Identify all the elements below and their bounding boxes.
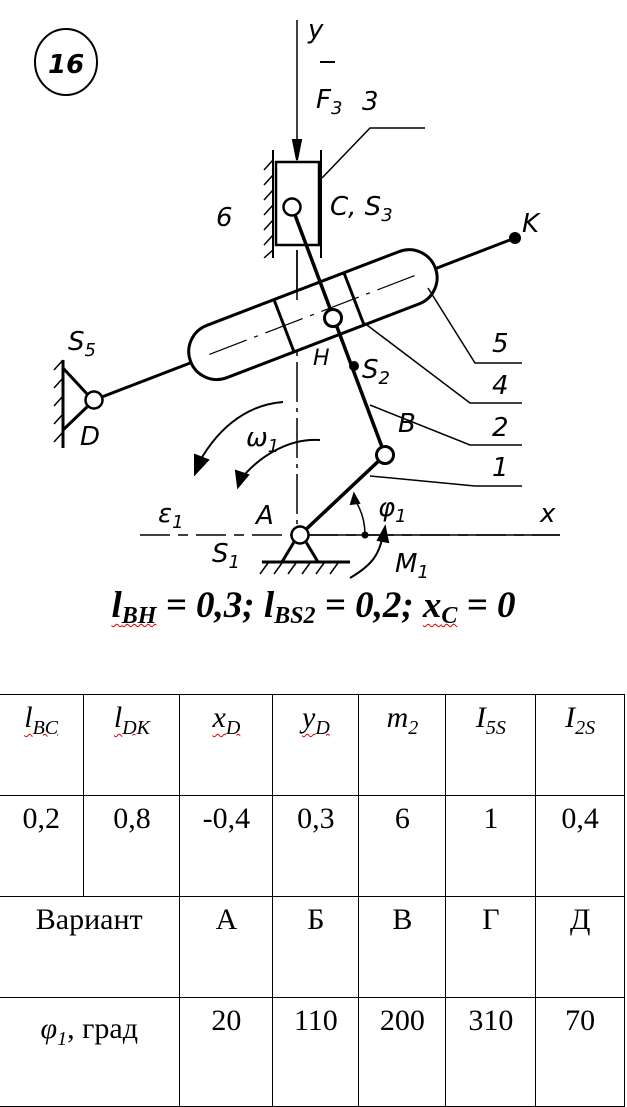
ground-hatch-6 (263, 159, 274, 259)
value-cell: 0,8 (83, 795, 181, 897)
label-6: 6 (216, 203, 233, 233)
task-number: 16 (48, 50, 84, 80)
header-cell: yD (272, 694, 360, 796)
label-S5: S5 (68, 327, 96, 361)
value-cell: 6 (358, 795, 447, 897)
link-2 (290, 206, 387, 456)
label-M1: M1 (395, 549, 429, 580)
value-cell: 0,2 (0, 795, 85, 897)
value-cell: 0,3 (272, 795, 360, 897)
parameters-table: lBC lDK xD yD m2 I5S I2S 0,2 0,8 -0,4 0,… (0, 694, 625, 1107)
phi-cell: 20 (179, 997, 274, 1107)
force-arrow-icon (291, 139, 303, 161)
link-1 (298, 453, 387, 537)
task-number-circle (34, 28, 98, 96)
label-S1: S1 (212, 539, 240, 573)
phi-cell: 200 (358, 997, 447, 1107)
phi-cell: 70 (535, 997, 625, 1107)
phi-cell: 110 (272, 997, 360, 1107)
variant-cell: Д (535, 896, 625, 998)
slider-3 (274, 160, 321, 247)
label-B: B (398, 409, 416, 439)
point-S2 (349, 361, 359, 371)
label-link-3: 3 (362, 87, 379, 117)
label-C: C, S3 (330, 192, 393, 226)
label-x: x (539, 499, 556, 529)
omega-arrow-icon (239, 438, 321, 481)
label-epsilon1: ε1 (158, 499, 184, 533)
header-cell: xD (179, 694, 274, 796)
given-parameters: lBH = 0,3; lBS2 = 0,2; xC = 0 (111, 585, 516, 629)
label-omega1: ω1 (246, 423, 279, 457)
label-D: D (80, 422, 100, 452)
label-link-2: 2 (492, 413, 509, 443)
support-A (262, 541, 350, 564)
value-cell: 0,4 (535, 795, 625, 897)
label-H: H (313, 346, 330, 371)
phi-label: φ1, град (0, 997, 181, 1107)
variant-cell: Г (445, 896, 537, 998)
joint-A (290, 525, 310, 545)
label-A: A (254, 501, 274, 531)
variant-label: Вариант (0, 896, 181, 998)
header-cell: lDK (83, 694, 181, 796)
header-cell: I5S (445, 694, 537, 796)
label-S2: S2 (362, 355, 390, 389)
label-phi1: φ1 (378, 493, 407, 527)
header-cell: lBC (0, 694, 85, 796)
phi-row: φ1, град 20 110 200 310 70 (0, 997, 625, 1107)
label-link-1: 1 (492, 453, 509, 483)
variant-row: Вариант А Б В Г Д (0, 896, 625, 998)
label-link-5: 5 (492, 329, 509, 359)
label-F3: F3 (316, 85, 342, 119)
phi-cell: 310 (445, 997, 537, 1107)
joint-B (375, 445, 395, 465)
header-cell: m2 (358, 694, 447, 796)
header-row: lBC lDK xD yD m2 I5S I2S (0, 694, 625, 796)
point-K (509, 232, 521, 244)
variant-cell: В (358, 896, 447, 998)
joint-D (84, 390, 104, 410)
header-cell: I2S (535, 694, 625, 796)
variant-cell: Б (272, 896, 360, 998)
value-cell: -0,4 (179, 795, 274, 897)
label-link-4: 4 (492, 371, 509, 401)
joint-H (323, 308, 343, 328)
label-K: K (522, 209, 541, 239)
values-row: 0,2 0,8 -0,4 0,3 6 1 0,4 (0, 795, 625, 897)
joint-C (282, 197, 302, 217)
label-y: y (307, 15, 324, 45)
value-cell: 1 (445, 795, 537, 897)
support-D (61, 360, 90, 448)
mechanism-diagram: 16 y F3 3 C, S3 6 K S5 D H S2 B A S1 x ω… (34, 15, 560, 580)
variant-cell: А (179, 896, 274, 998)
